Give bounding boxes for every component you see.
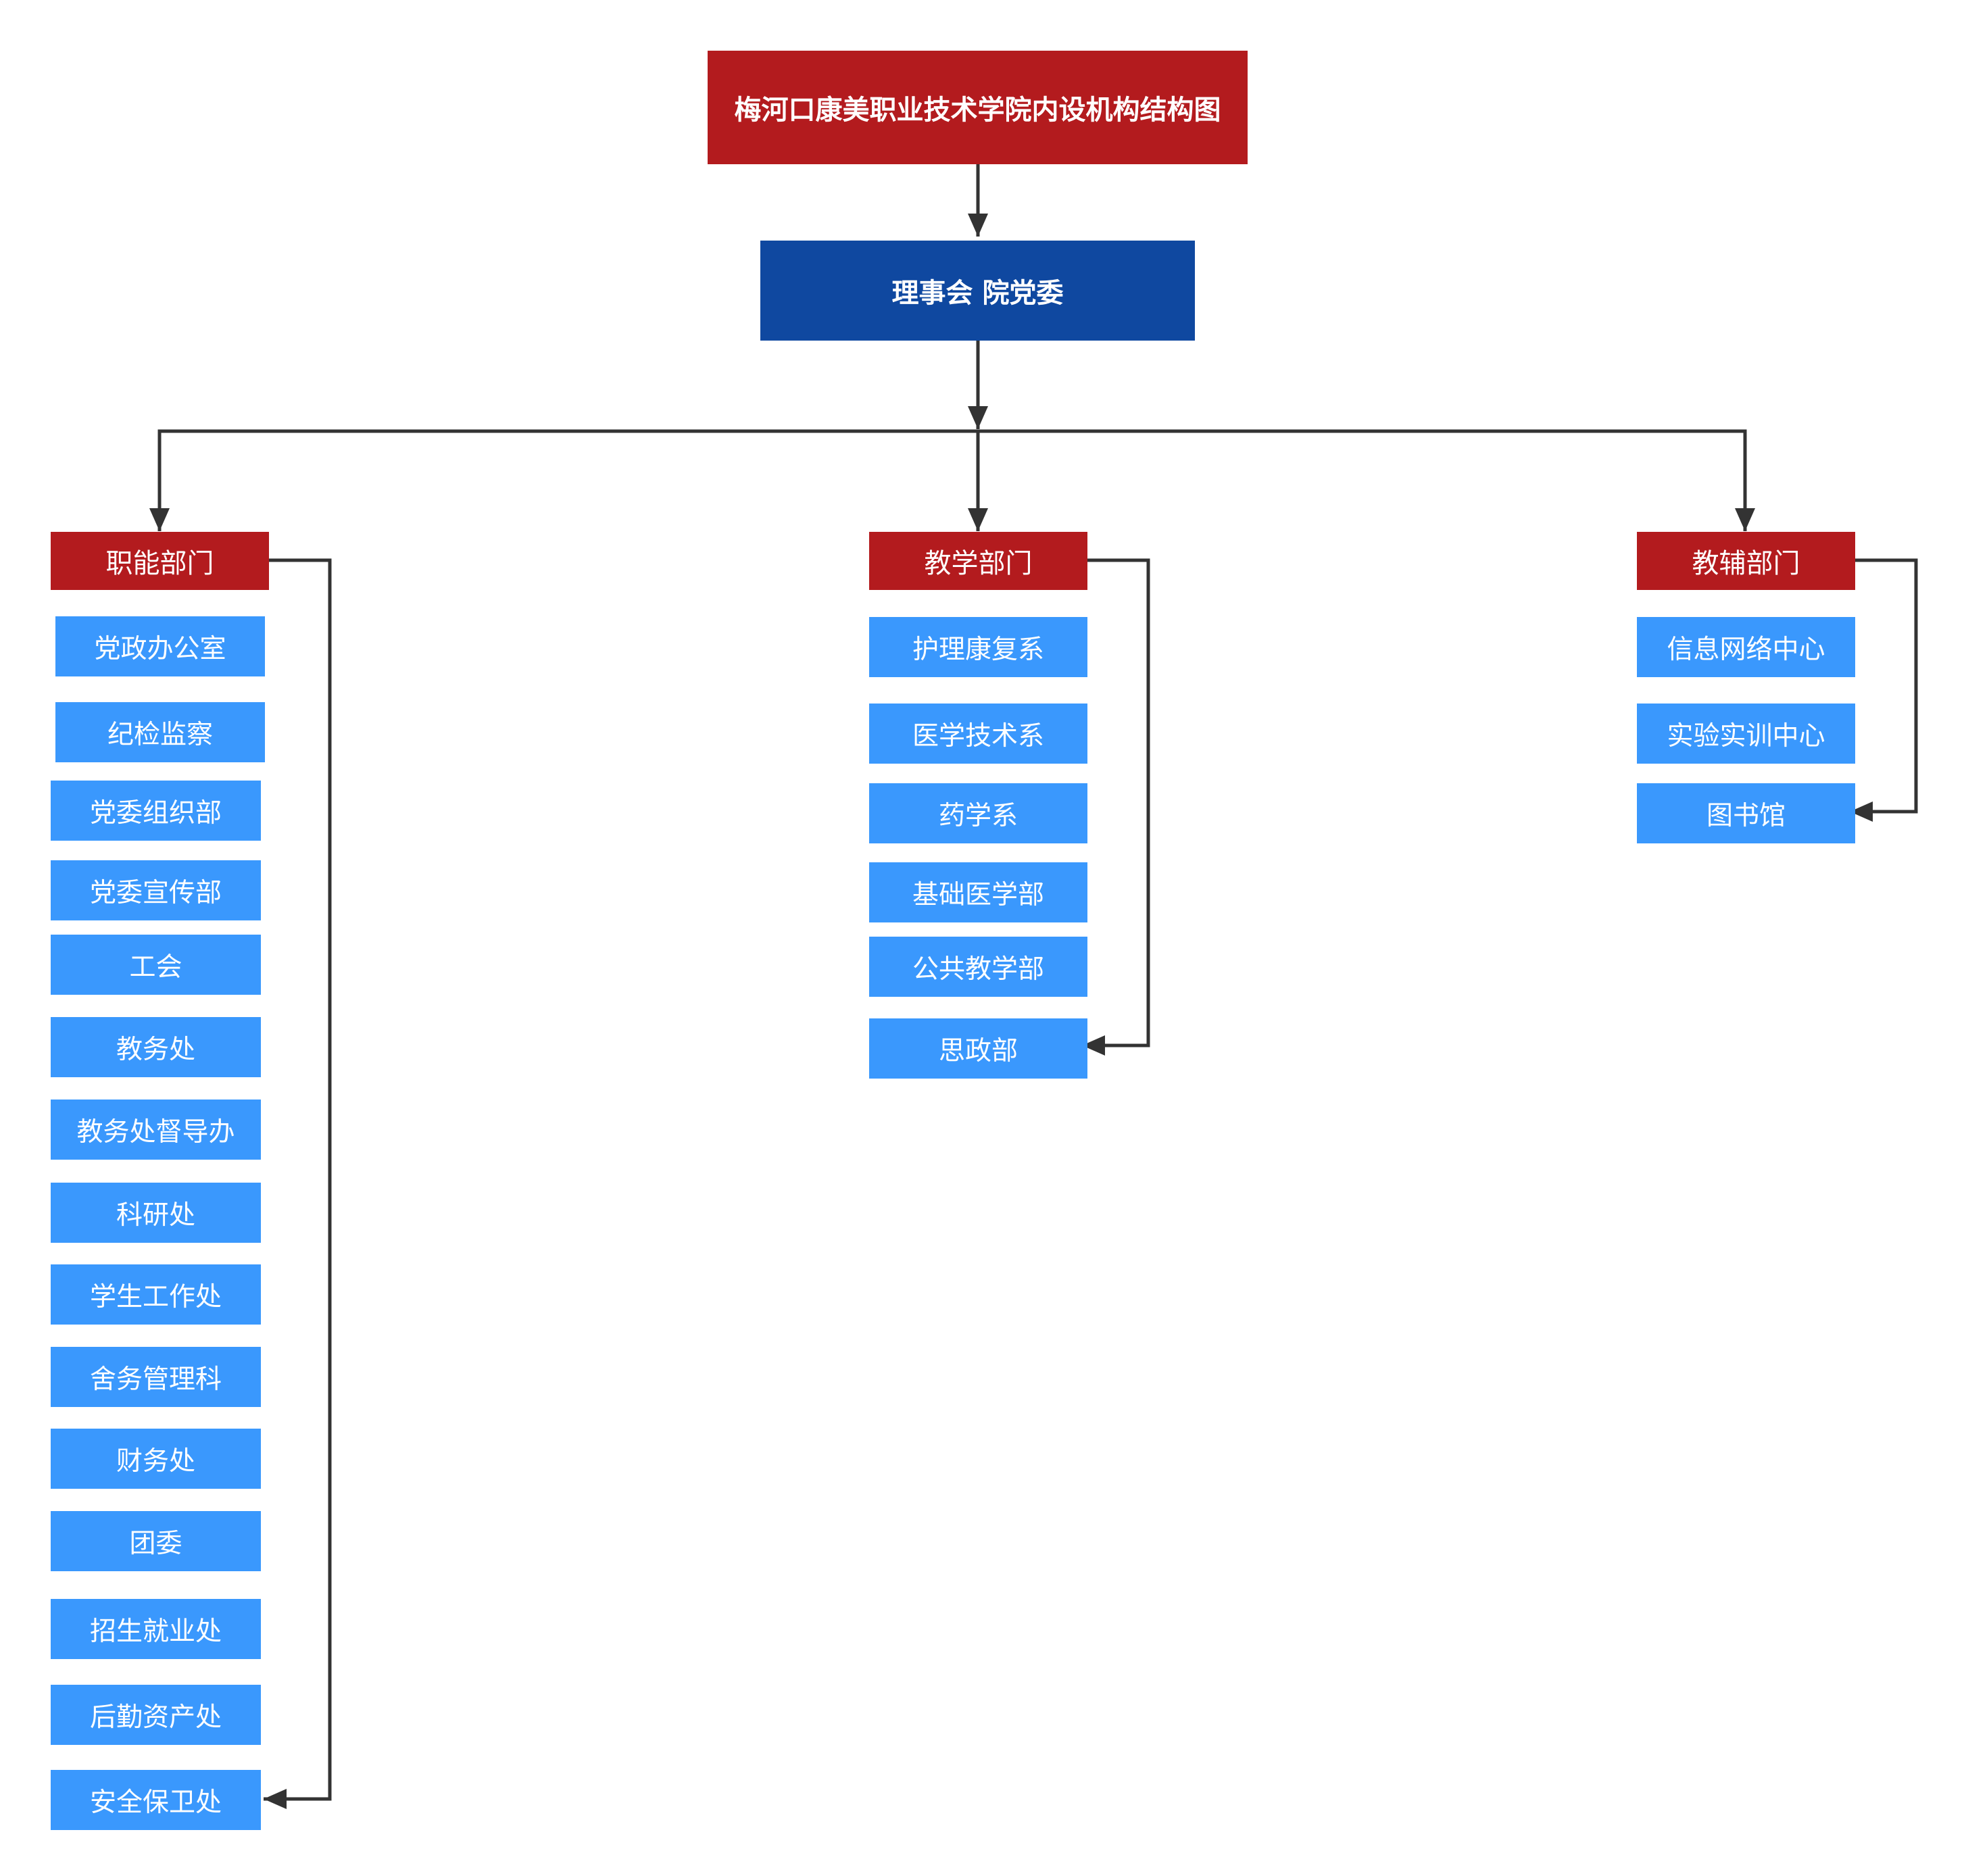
functional-item: 学生工作处 xyxy=(51,1264,261,1325)
board-party-committee-node: 理事会 院党委 xyxy=(760,241,1195,341)
functional-item: 纪检监察 xyxy=(55,702,265,762)
functional-departments-header: 职能部门 xyxy=(51,532,269,590)
functional-item: 党委宣传部 xyxy=(51,860,261,920)
bracket-auxiliary xyxy=(1850,558,1918,822)
functional-item: 舍务管理科 xyxy=(51,1347,261,1407)
teaching-item: 药学系 xyxy=(869,783,1087,843)
teaching-item: 思政部 xyxy=(869,1018,1087,1079)
teaching-item: 公共教学部 xyxy=(869,937,1087,997)
chart-title: 梅河口康美职业技术学院内设机构结构图 xyxy=(708,51,1248,164)
functional-item: 财务处 xyxy=(51,1429,261,1489)
functional-item: 招生就业处 xyxy=(51,1599,261,1659)
functional-item: 科研处 xyxy=(51,1183,261,1243)
auxiliary-item: 图书馆 xyxy=(1637,783,1855,843)
functional-item: 教务处督导办 xyxy=(51,1100,261,1160)
auxiliary-item: 信息网络中心 xyxy=(1637,617,1855,677)
teaching-item: 基础医学部 xyxy=(869,862,1087,922)
auxiliary-departments-header: 教辅部门 xyxy=(1637,532,1855,590)
functional-item: 教务处 xyxy=(51,1017,261,1077)
functional-item: 团委 xyxy=(51,1511,261,1571)
functional-item: 党委组织部 xyxy=(51,781,261,841)
connector-trunk-bar xyxy=(157,429,1755,531)
bracket-teaching xyxy=(1082,558,1150,1056)
teaching-item: 医学技术系 xyxy=(869,704,1087,764)
bracket-functional xyxy=(264,558,332,1809)
teaching-item: 护理康复系 xyxy=(869,617,1087,677)
teaching-departments-header: 教学部门 xyxy=(869,532,1087,590)
functional-item: 党政办公室 xyxy=(55,616,265,676)
auxiliary-item: 实验实训中心 xyxy=(1637,704,1855,764)
functional-item: 安全保卫处 xyxy=(51,1770,261,1830)
functional-item: 后勤资产处 xyxy=(51,1685,261,1745)
functional-item: 工会 xyxy=(51,935,261,995)
